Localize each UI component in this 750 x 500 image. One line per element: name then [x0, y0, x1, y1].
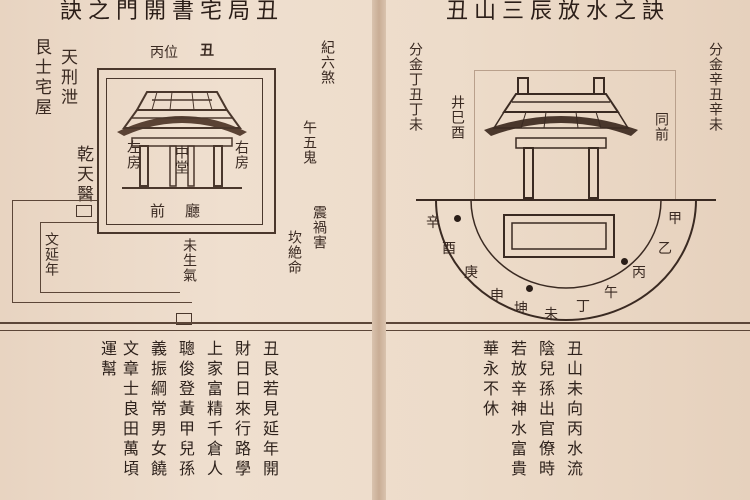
gate-marker — [76, 205, 92, 217]
divider — [0, 330, 372, 331]
poem-column: 上家富精千倉人 — [204, 340, 223, 480]
poem-column: 財日日來行路學 — [232, 340, 251, 480]
right-title: 丑山三辰放水之訣 — [446, 0, 671, 24]
house-inner-frame — [106, 78, 263, 225]
label-weisheng: 未生氣 — [181, 238, 197, 283]
gate-marker — [176, 313, 192, 325]
poem-column: 若放辛神水富貴 — [508, 340, 527, 480]
wall-line — [12, 200, 97, 201]
label-yannian: 文延年 — [43, 232, 59, 277]
wall-line — [40, 222, 41, 292]
poem-column: 聰俊登黃甲兒孫 — [176, 340, 195, 480]
pavilion-illustration — [484, 77, 638, 199]
label-wugui: 午五鬼 — [301, 120, 317, 165]
wall-line — [12, 302, 192, 303]
hall-right-room: 左房 — [125, 140, 141, 170]
arc-char: 坤 — [514, 301, 528, 317]
arc-dot — [621, 258, 628, 265]
label-huohai: 震禍害 — [311, 205, 327, 250]
wall-line — [40, 292, 180, 293]
poem-column: 文章士良田萬頃 — [120, 340, 139, 480]
poem-column: 華永不休 — [480, 340, 499, 420]
label-jueming: 坎絶命 — [286, 230, 302, 275]
label-tongqian: 同前 — [653, 112, 669, 142]
label-fenjin-ding: 分金丁丑丁未 — [407, 42, 423, 132]
label-liusha: 紀六煞 — [319, 40, 335, 85]
arc-char: 酉 — [442, 241, 456, 257]
label-jing-si-you: 井巳酉 — [449, 95, 465, 140]
divider — [386, 322, 750, 324]
arc-char: 甲 — [668, 211, 682, 227]
left-panel: 訣之門開書宅局丑 艮士宅屋 天刑泄 乾天醫 丙位 丑 紀六煞 午五鬼 震禍害 坎… — [0, 0, 372, 500]
label-qiantian: 乾天醫 — [73, 145, 93, 205]
right-panel: 丑山三辰放水之訣 分金丁丑丁未 井巳酉 分金辛丑辛未 同前 — [386, 0, 750, 500]
poem-column: 陰兒孫出官僚時 — [536, 340, 555, 480]
hall-center: 中堂 — [173, 145, 189, 175]
label-fenjin-xin: 分金辛丑辛未 — [707, 42, 723, 132]
arc-dot — [526, 285, 533, 292]
arc-char: 申 — [490, 288, 504, 304]
pavilion-illustration — [117, 91, 247, 189]
arc-char: 丁 — [576, 299, 590, 315]
poem-column: 義振綱常男女饒 — [148, 340, 167, 480]
poem-column: 丑山未向丙水流 — [564, 340, 583, 480]
arc-char: 丙 — [632, 265, 646, 281]
arc-char: 乙 — [658, 241, 672, 257]
poem-column: 丑艮若見延年開 — [260, 340, 279, 480]
compass-arc — [416, 199, 716, 321]
label-chou: 丑 — [200, 43, 214, 59]
arc-char: 未 — [544, 307, 558, 323]
label-genshi: 艮士宅屋 — [31, 38, 51, 118]
left-title: 訣之門開書宅局丑 — [60, 0, 285, 24]
book-gutter — [372, 0, 386, 500]
divider — [386, 330, 750, 331]
arc-dot — [454, 215, 461, 222]
divider — [0, 322, 372, 324]
hall-front: 前廳 — [150, 202, 221, 220]
wall-line — [40, 222, 97, 223]
label-bing: 丙位 — [150, 45, 178, 61]
poem-column: 運幫 — [98, 340, 117, 380]
wall-line — [12, 200, 13, 302]
arc-char: 午 — [604, 285, 618, 301]
arc-char: 庚 — [464, 265, 478, 281]
hall-left-room: 右房 — [233, 140, 249, 170]
label-tianxie: 天刑泄 — [57, 48, 77, 108]
arc-char: 辛 — [426, 215, 440, 231]
house-frame — [97, 68, 276, 234]
